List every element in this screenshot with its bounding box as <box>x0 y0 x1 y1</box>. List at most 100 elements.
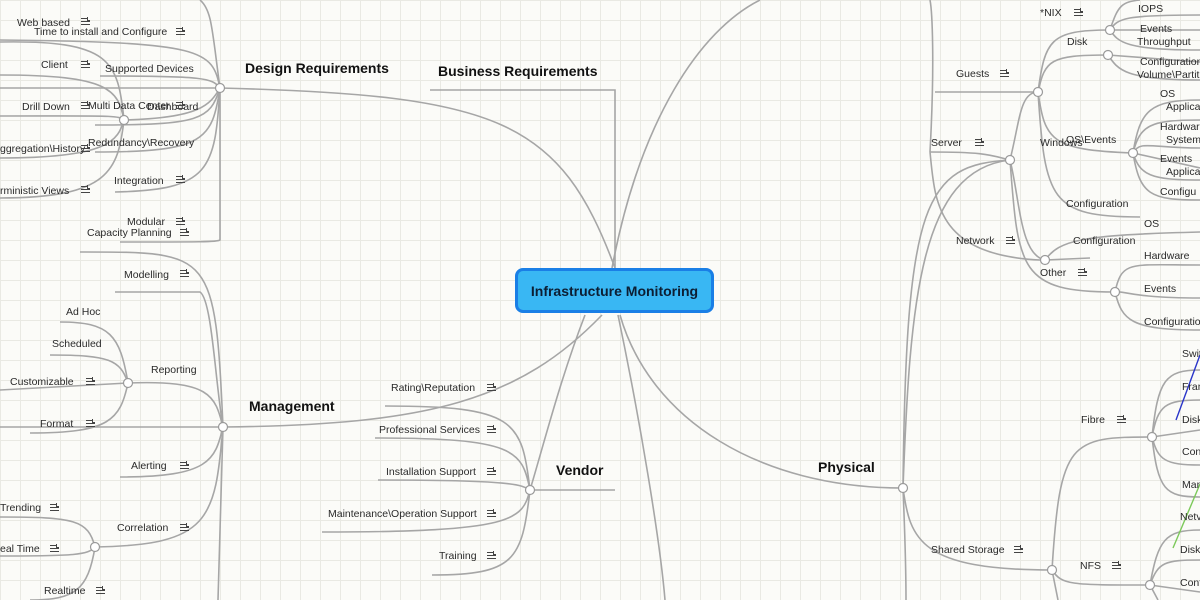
note-icon[interactable] <box>81 101 90 110</box>
note-icon[interactable] <box>176 217 185 226</box>
note-icon[interactable] <box>487 383 496 392</box>
note-icon[interactable] <box>1006 236 1015 245</box>
node-modular[interactable]: Modular <box>127 216 165 228</box>
note-icon[interactable] <box>1112 561 1121 570</box>
note-icon[interactable] <box>180 269 189 278</box>
node-supported-devices[interactable]: Supported Devices <box>105 63 194 75</box>
note-icon[interactable] <box>1074 8 1083 17</box>
node-network[interactable]: Network <box>956 235 995 247</box>
node-multi-data-center[interactable]: Multi Data Center <box>88 100 170 112</box>
note-icon[interactable] <box>176 175 185 184</box>
node-network-trunc[interactable]: Netv <box>1180 511 1200 523</box>
node-scheduled[interactable]: Scheduled <box>52 338 102 350</box>
node-real-time[interactable]: eal Time <box>0 543 40 555</box>
note-icon[interactable] <box>180 523 189 532</box>
node-other[interactable]: Other <box>1040 267 1067 279</box>
note-icon[interactable] <box>81 60 90 69</box>
note-icon[interactable] <box>81 185 90 194</box>
note-icon[interactable] <box>1078 268 1087 277</box>
node-windows[interactable]: Windows <box>1040 137 1083 149</box>
note-icon[interactable] <box>50 544 59 553</box>
node-redundancy-recovery[interactable]: Redundancy\Recovery <box>88 137 195 149</box>
note-icon[interactable] <box>180 228 189 237</box>
node-events-2[interactable]: Events <box>1160 153 1193 165</box>
note-icon[interactable] <box>487 425 496 434</box>
central-topic[interactable]: Infrastructure Monitoring <box>515 268 714 313</box>
node-configuration-4[interactable]: Configuration <box>1144 316 1200 328</box>
node-aggregation-history[interactable]: ggregation\History <box>0 143 86 155</box>
node-disk[interactable]: Disk <box>1067 36 1088 48</box>
node-configuration[interactable]: Configuration <box>1140 56 1200 68</box>
node-client[interactable]: Client <box>41 59 68 71</box>
node-realtime[interactable]: Realtime <box>44 585 86 597</box>
node-dashboard[interactable]: Dashboard <box>147 101 199 113</box>
node-format[interactable]: Format <box>40 418 74 430</box>
node-capacity-planning[interactable]: Capacity Planning <box>87 227 172 239</box>
node-hardware[interactable]: Hardware <box>1144 250 1190 262</box>
node-configuration-3[interactable]: Configuration <box>1073 235 1136 247</box>
node-guests[interactable]: Guests <box>956 68 990 80</box>
note-icon[interactable] <box>487 509 496 518</box>
node-training[interactable]: Training <box>439 550 477 562</box>
node-management-trunc[interactable]: Man <box>1182 479 1200 491</box>
node-nfs[interactable]: NFS <box>1080 560 1101 572</box>
node-volume-partition[interactable]: Volume\Partiti <box>1137 69 1200 81</box>
note-icon[interactable] <box>96 586 105 595</box>
node-integration[interactable]: Integration <box>114 175 164 187</box>
note-icon[interactable] <box>176 27 185 36</box>
node-fibre[interactable]: Fibre <box>1081 414 1105 426</box>
note-icon[interactable] <box>1000 69 1009 78</box>
node-drill-down[interactable]: Drill Down <box>22 101 70 113</box>
node-correlation[interactable]: Correlation <box>117 522 169 534</box>
note-icon[interactable] <box>1117 415 1126 424</box>
node-applications[interactable]: Applica <box>1166 101 1200 113</box>
note-icon[interactable] <box>86 419 95 428</box>
topic-business-requirements[interactable]: Business Requirements <box>438 63 598 79</box>
node-os[interactable]: OS <box>1160 88 1176 100</box>
node-switch[interactable]: Swit <box>1182 348 1200 360</box>
node-ad-hoc[interactable]: Ad Hoc <box>66 306 101 318</box>
node-professional-services[interactable]: Professional Services <box>379 424 480 436</box>
node-controller[interactable]: Con <box>1182 446 1200 458</box>
note-icon[interactable] <box>81 144 90 153</box>
node-os-2[interactable]: OS <box>1144 218 1160 230</box>
note-icon[interactable] <box>487 551 496 560</box>
node-alerting[interactable]: Alerting <box>131 460 167 472</box>
node-installation-support[interactable]: Installation Support <box>386 466 476 478</box>
node-shared-storage[interactable]: Shared Storage <box>931 544 1005 556</box>
topic-vendor[interactable]: Vendor <box>556 462 604 478</box>
note-icon[interactable] <box>81 17 90 26</box>
node-nix[interactable]: *NIX <box>1040 7 1062 19</box>
note-icon[interactable] <box>50 503 59 512</box>
node-deterministic-views[interactable]: rministic Views <box>0 185 70 197</box>
node-server[interactable]: Server <box>931 137 962 149</box>
node-events[interactable]: Events <box>1140 23 1173 35</box>
node-configuration-trunc-2[interactable]: Conf <box>1180 577 1200 589</box>
node-os-events[interactable]: OS\Events <box>1066 134 1117 146</box>
node-applications-2[interactable]: Applica <box>1166 166 1200 178</box>
node-trending[interactable]: Trending <box>0 502 42 514</box>
note-icon[interactable] <box>487 467 496 476</box>
note-icon[interactable] <box>180 461 189 470</box>
node-disk-3[interactable]: Disk <box>1180 544 1200 556</box>
node-system[interactable]: System <box>1166 134 1200 146</box>
note-icon[interactable] <box>176 101 185 110</box>
node-customizable[interactable]: Customizable <box>10 376 74 388</box>
node-events-3[interactable]: Events <box>1144 283 1177 295</box>
node-iops[interactable]: IOPS <box>1138 3 1164 15</box>
topic-management[interactable]: Management <box>249 398 335 414</box>
node-configuration-2[interactable]: Configuration <box>1066 198 1129 210</box>
note-icon[interactable] <box>975 138 984 147</box>
node-time-to-install[interactable]: Time to install and Configure <box>34 26 168 38</box>
node-throughput[interactable]: Throughput <box>1137 36 1191 48</box>
note-icon[interactable] <box>86 377 95 386</box>
node-rating-reputation[interactable]: Rating\Reputation <box>391 382 476 394</box>
topic-physical[interactable]: Physical <box>818 459 875 475</box>
node-hardware-trunc[interactable]: Hardwar <box>1160 121 1200 133</box>
node-frame[interactable]: Fran <box>1182 381 1200 393</box>
node-disk-2[interactable]: Disk <box>1182 414 1200 426</box>
node-maintenance-operation-support[interactable]: Maintenance\Operation Support <box>328 508 477 520</box>
node-configuration-trunc[interactable]: Configu <box>1160 186 1197 198</box>
node-web-based[interactable]: Web based <box>17 17 70 29</box>
topic-design-requirements[interactable]: Design Requirements <box>245 60 389 76</box>
